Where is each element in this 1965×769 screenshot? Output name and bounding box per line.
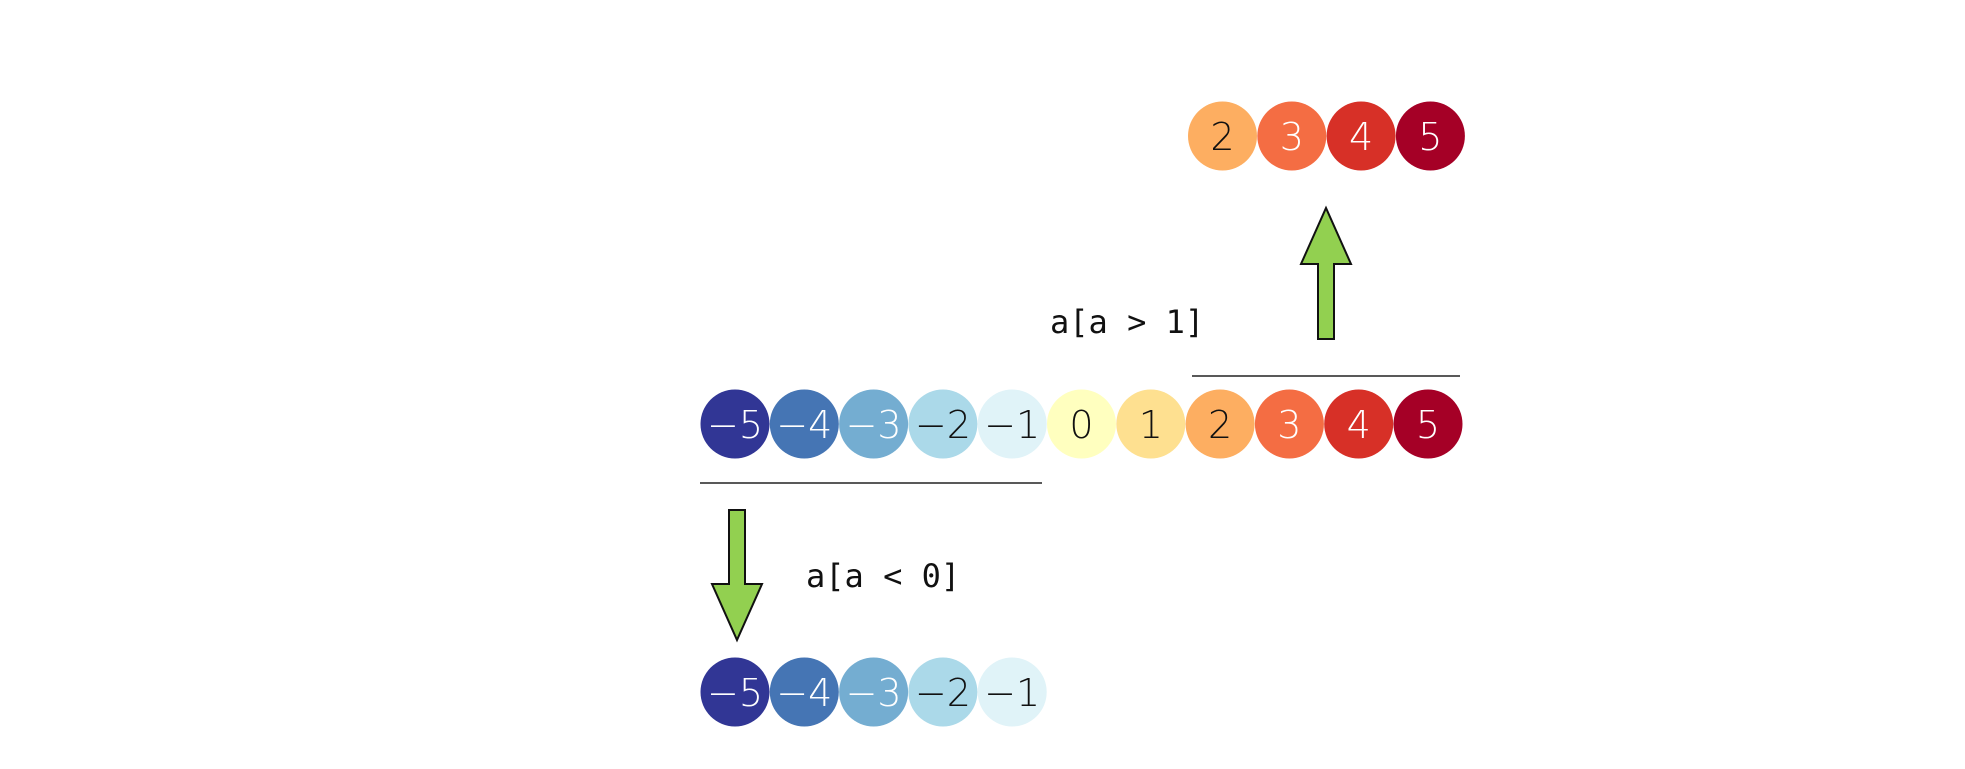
element-value: 3 bbox=[1277, 403, 1301, 447]
element-circle bbox=[1116, 389, 1186, 459]
array-element: −4 bbox=[769, 657, 839, 727]
element-circle bbox=[1254, 389, 1324, 459]
element-circle bbox=[769, 657, 839, 727]
element-circle bbox=[1326, 101, 1396, 171]
element-value: 1 bbox=[1139, 403, 1163, 447]
element-value: 2 bbox=[1208, 403, 1232, 447]
element-value: 0 bbox=[1069, 403, 1093, 447]
array-element: 0 bbox=[1047, 389, 1116, 459]
element-circle bbox=[1185, 389, 1255, 459]
element-value: −2 bbox=[915, 403, 971, 447]
element-value: −1 bbox=[984, 671, 1040, 715]
array-element: −2 bbox=[908, 657, 978, 727]
element-circle bbox=[1188, 101, 1257, 171]
element-circle bbox=[977, 657, 1047, 727]
element-circle bbox=[700, 657, 770, 727]
element-circle bbox=[1257, 101, 1327, 171]
element-circle bbox=[908, 657, 978, 727]
array-element: 3 bbox=[1254, 389, 1324, 459]
element-value: −3 bbox=[846, 671, 902, 715]
element-circle bbox=[908, 389, 978, 459]
filtered-row-less: −5 −4 −3 −2 −1 bbox=[700, 657, 1047, 727]
element-value: −5 bbox=[707, 671, 763, 715]
array-element: −4 bbox=[769, 389, 839, 459]
array-element: −5 bbox=[700, 657, 770, 727]
element-value: −3 bbox=[846, 403, 902, 447]
element-value: −4 bbox=[776, 671, 832, 715]
array-element: −5 bbox=[700, 389, 770, 459]
filtered-row-greater: 2 3 4 5 bbox=[1188, 101, 1465, 171]
element-value: 4 bbox=[1349, 115, 1373, 159]
element-circle bbox=[1395, 101, 1465, 171]
array-element: 3 bbox=[1257, 101, 1327, 171]
element-value: −5 bbox=[707, 403, 763, 447]
element-circle bbox=[1393, 389, 1463, 459]
element-circle bbox=[769, 389, 839, 459]
array-element: −1 bbox=[977, 389, 1047, 459]
element-circle bbox=[700, 389, 770, 459]
array-element: −3 bbox=[839, 389, 909, 459]
element-circle bbox=[1047, 389, 1116, 459]
array-element: 5 bbox=[1395, 101, 1465, 171]
element-value: 3 bbox=[1280, 115, 1304, 159]
array-element: 4 bbox=[1324, 389, 1394, 459]
element-circle bbox=[839, 389, 909, 459]
array-element: −3 bbox=[839, 657, 909, 727]
element-circle bbox=[1324, 389, 1394, 459]
element-circle bbox=[977, 389, 1047, 459]
expression-less-than: a[a < 0] bbox=[806, 557, 960, 595]
element-value: 2 bbox=[1210, 115, 1234, 159]
element-value: 5 bbox=[1416, 403, 1440, 447]
element-value: −4 bbox=[776, 403, 832, 447]
array-element: 1 bbox=[1116, 389, 1186, 459]
element-circle bbox=[839, 657, 909, 727]
arrow-up-icon bbox=[1299, 205, 1353, 340]
element-value: 5 bbox=[1418, 115, 1442, 159]
array-element: −1 bbox=[977, 657, 1047, 727]
element-value: −2 bbox=[915, 671, 971, 715]
element-value: 4 bbox=[1347, 403, 1371, 447]
arrow-down-icon bbox=[710, 509, 764, 643]
array-element: −2 bbox=[908, 389, 978, 459]
array-element: 4 bbox=[1326, 101, 1396, 171]
array-element: 2 bbox=[1185, 389, 1255, 459]
source-array-row: −5 −4 −3 −2 −1 0 1 2 3 4 5 bbox=[700, 389, 1463, 459]
element-value: −1 bbox=[984, 403, 1040, 447]
expression-greater-than: a[a > 1] bbox=[1050, 303, 1204, 341]
array-element: 2 bbox=[1188, 101, 1257, 171]
array-element: 5 bbox=[1393, 389, 1463, 459]
